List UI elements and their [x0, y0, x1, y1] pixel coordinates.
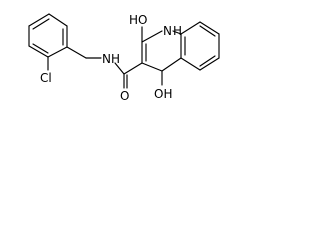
side-chain	[47, 46, 143, 89]
molecule-canvas: Cl NH O HO N H OH	[0, 0, 259, 113]
chlorine-label: Cl	[40, 71, 52, 85]
bond	[48, 13, 68, 27]
bond	[161, 57, 182, 72]
ring-nitrogen-label: N	[163, 24, 172, 38]
atom-labels: Cl NH O HO N H OH	[40, 13, 182, 103]
bond	[114, 62, 125, 75]
bond	[172, 30, 182, 35]
bottom-hydroxyl-label: OH	[154, 87, 172, 101]
bond	[123, 62, 143, 75]
bond	[199, 55, 216, 67]
bond	[199, 57, 220, 71]
bond	[199, 25, 216, 37]
bond	[32, 18, 50, 30]
hydroxyquinolinone-ring	[141, 26, 182, 86]
fused-benzene-ring	[180, 21, 220, 71]
amide-oxygen-label: O	[120, 89, 129, 103]
bond	[28, 45, 49, 58]
bond	[141, 62, 163, 72]
bond	[199, 21, 220, 35]
bond	[180, 21, 201, 35]
benzyl-ring	[28, 13, 68, 58]
bond	[66, 46, 87, 59]
bond	[47, 46, 68, 58]
bond	[141, 30, 163, 43]
bond	[180, 57, 201, 71]
top-hydroxyl-label: HO	[129, 13, 147, 27]
ring-nitrogen-hydrogen-label: H	[173, 24, 182, 38]
amide-nh-label: NH	[102, 52, 120, 66]
bond	[28, 13, 50, 27]
bond	[32, 43, 49, 54]
structure-drawing: Cl NH O HO N H OH	[28, 13, 220, 103]
